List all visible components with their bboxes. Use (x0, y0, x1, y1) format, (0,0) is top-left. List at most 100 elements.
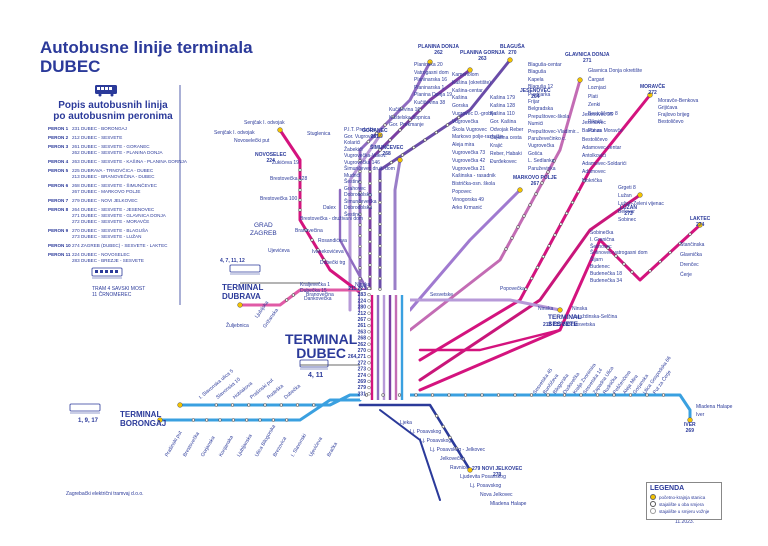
terminal-sesvete-line-1: TERMINAL (548, 314, 582, 321)
route-280-line (379, 409, 441, 501)
grad-zagreb-line-2: ZAGREB (250, 230, 277, 237)
stop-label: Šestine (344, 211, 361, 218)
peron-label: PERON 1 (48, 126, 69, 131)
stop-label: Glavnica Donja okretište (588, 68, 643, 74)
stop-label: Šimunčevečka (344, 198, 377, 205)
stop-label: Popovec (452, 189, 472, 195)
line-end-name: BLAGUŠA (500, 44, 525, 50)
stop-label: Šelinovec (590, 243, 612, 250)
stop-label: Dalex (323, 205, 336, 211)
legend-item-both-directions-label: stajalište u oba smjera (659, 501, 704, 507)
stop-dot (389, 160, 393, 165)
terminal-line-number: 264,271 (348, 354, 366, 360)
stop-dot (285, 298, 289, 302)
stop-dot (378, 255, 382, 259)
peron-line: 262 DUBEC - SESVETE - PLANINA DONJA (72, 150, 163, 155)
stop-dot (414, 393, 418, 397)
stop-dot (191, 418, 195, 422)
legend-item-terminus-label: početno-krajnja stanica (659, 494, 706, 500)
stop-label: Mokrička (582, 177, 603, 184)
peron-row: 213 DUBEC - BRANOVEČINA - DUBEC (48, 174, 154, 180)
stop-label: Adamovec (582, 169, 606, 176)
tram-dubec-lines: 4, 11 (308, 372, 324, 379)
stop-dot (614, 254, 618, 258)
tram-dubrava-lines: 4, 7, 11, 12 (220, 258, 245, 264)
stop-label: Šestine (344, 179, 361, 185)
peron-row: 262 DUBEC - SESVETE - PLANINA DONJA (48, 150, 163, 156)
stop-label: Ivanekovićeva (312, 249, 344, 255)
stop-label: Žukićeva 19 (272, 160, 299, 166)
stop-label: Popovečka (500, 286, 525, 292)
legend-item-one-direction-label: stajalište u smjeru vožnje (659, 508, 710, 514)
stop-label: Vugrovečka 73 (452, 150, 486, 156)
stop-dot (358, 201, 362, 206)
line-end-name: LAKTEC (690, 216, 711, 222)
stop-label: Ninska (355, 282, 371, 288)
route-224-line (278, 128, 372, 302)
stop-label: Kapela (528, 76, 544, 83)
peron-label: PERON 4 (48, 159, 69, 164)
stop-label: Lj. Posavskog (410, 429, 442, 435)
stop-label: Planinska 20 (414, 62, 443, 68)
stop-label: Bestoličevo (658, 119, 684, 125)
line-end-label: 212 213 283 (543, 322, 571, 328)
route-273-line (418, 193, 642, 382)
terminal-dubec-line-2: DUBEC (296, 345, 347, 361)
terminal-stop-dot (367, 348, 371, 353)
stop-dot (214, 403, 218, 407)
stop-dot (378, 179, 382, 183)
stop-label: Žuljebnica (226, 323, 249, 329)
stop-label: Čargari (588, 76, 605, 83)
stop-label: Vugrovečka 21 (452, 165, 486, 172)
stop-label: Krajić (490, 143, 503, 149)
terminal-line-number: 262 (358, 342, 367, 348)
terminal-stop-dot (367, 292, 371, 297)
line-end-name: LUŽAN (620, 205, 637, 211)
route-213-line (338, 188, 372, 297)
peron-label: PERON 10 (48, 243, 71, 248)
terminal-line-number: 270 (358, 348, 367, 354)
stop-label: Stančinska (680, 242, 705, 248)
stop-dot (457, 115, 461, 120)
stop-dot (388, 138, 392, 142)
stop-dot (366, 140, 370, 144)
line-end-number: 279 (492, 472, 502, 478)
peron-line: 225 DUBRAVA - TRNOVČICA - DUBEC (72, 168, 154, 173)
stop-label: Loznjaci (588, 85, 607, 91)
stop-dot (368, 193, 372, 197)
terminal-sesvete-line-2: SESVETE (548, 321, 578, 328)
stop-dot (529, 393, 534, 397)
terminal-line-number: 224 (358, 298, 367, 304)
stop-dot (447, 393, 451, 397)
stop-dot (364, 393, 369, 397)
stop-dot (630, 270, 634, 274)
terminal-borongaj-line-1: TERMINAL (120, 410, 162, 419)
stop-dot (441, 425, 445, 429)
stop-label: Reber, Habaki (490, 151, 522, 157)
stop-dot (378, 190, 382, 194)
peron-row: PERON 10274 ZAGREB (DUBEC) - SESVETE - L… (48, 243, 167, 249)
stop-label: I. Granična (590, 236, 615, 243)
stop-label: Šijarn (590, 257, 603, 264)
stop-label: Dubečki trg (320, 260, 346, 266)
stop-dot (231, 418, 235, 422)
peron-label: PERON 6 (48, 183, 69, 188)
stop-dot (298, 208, 302, 212)
stop-dot (358, 234, 362, 238)
terminal-line-number: 268 (358, 336, 367, 342)
stop-label: Kamenolom (452, 72, 479, 78)
stop-label: Kašina (okretište) (452, 79, 491, 86)
stop-dot (668, 250, 672, 255)
stop-dot (645, 393, 649, 397)
stop-dot (547, 244, 551, 248)
stop-dot (378, 233, 382, 237)
stop-dot (378, 265, 382, 270)
peron-row: 272 DUBEC - SESVETE - MORAVČE (48, 219, 149, 225)
